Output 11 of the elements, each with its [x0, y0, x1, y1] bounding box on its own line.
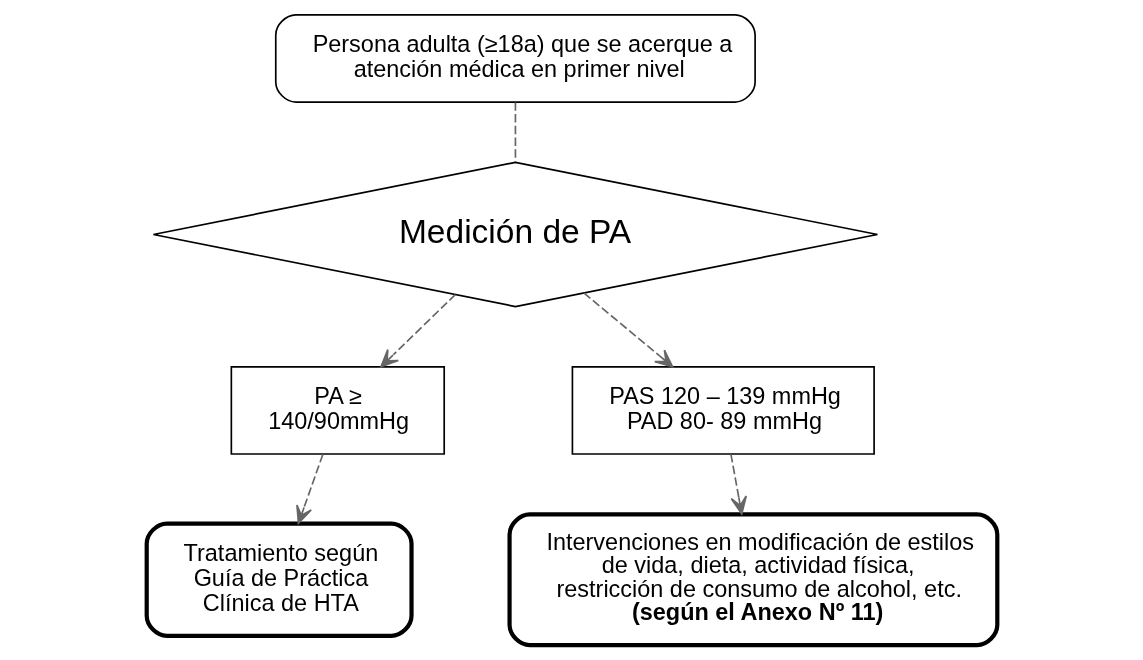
node-box: Intervenciones en modificación de estilos de vida, dieta, actividad física, restricción de consumo de alcohol, etc. (según el Anexo Nº 11) [506, 512, 999, 648]
node-diamond: Medición de PA [152, 161, 878, 308]
arrow [379, 293, 456, 368]
arrow [295, 453, 324, 525]
node-box: PAS 120 – 139 mmHg PAD 80- 89 mmHg [571, 366, 875, 455]
node-box: PA ≥ 140/90mmHg [230, 366, 445, 455]
node-box: Persona adulta (≥18a) que se acerque a atención médica en primer nivel [274, 14, 756, 103]
node-box: Tratamiento según Guía de Práctica Clínica de HTA [144, 521, 414, 638]
arrow [582, 292, 673, 368]
arrow [729, 453, 747, 515]
connector [514, 101, 516, 163]
